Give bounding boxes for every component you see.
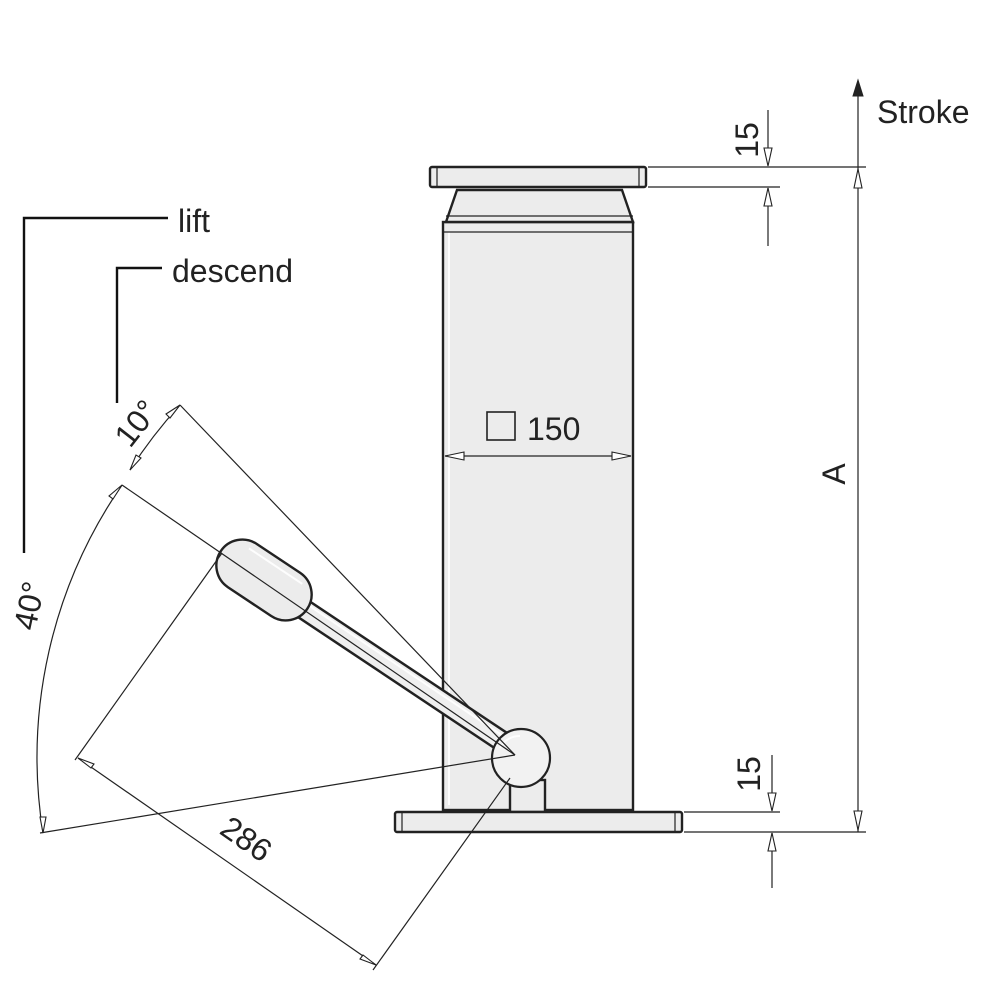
base-plate — [393, 810, 684, 834]
lever-direction-leaders — [22, 216, 168, 553]
lever-length-label: 286 — [214, 809, 278, 869]
lift-label: lift — [178, 203, 210, 239]
descend-label: descend — [172, 253, 293, 289]
square-section-symbol — [486, 411, 516, 441]
dimension-width — [444, 411, 632, 461]
lever-pivot — [490, 727, 552, 789]
dimension-lever-length — [74, 552, 511, 971]
dimension-height — [648, 78, 866, 888]
angle-construction — [36, 404, 516, 834]
top-clearance-label: 15 — [729, 122, 765, 158]
height-label: A — [816, 463, 852, 485]
stroke-label: Stroke — [877, 94, 969, 130]
lever-grip — [215, 538, 313, 622]
top-plate — [428, 165, 648, 189]
bottom-clearance-label: 15 — [731, 756, 767, 792]
width-value-label: 150 — [527, 411, 580, 447]
column-neck — [444, 188, 635, 224]
angle-large-label: 40° — [7, 578, 52, 633]
jack-body — [393, 165, 684, 834]
descend-leader — [115, 266, 162, 403]
lift-leader — [22, 216, 168, 553]
